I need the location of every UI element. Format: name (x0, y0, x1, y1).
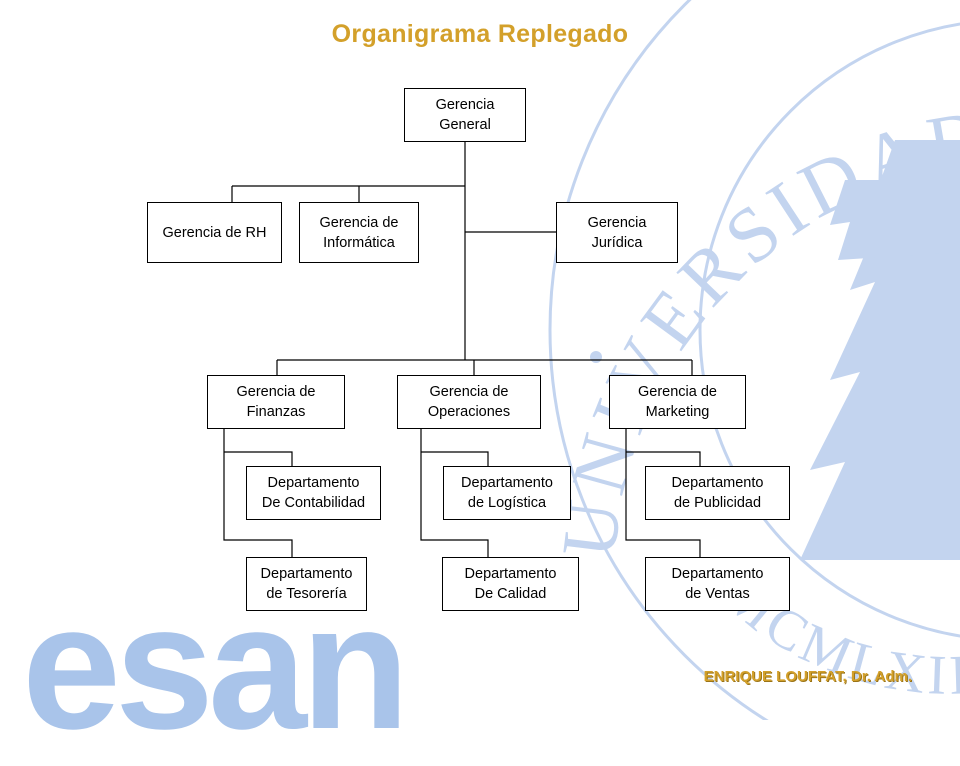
node-gerencia-informatica: Gerencia de Informática (299, 202, 419, 263)
node-gerencia-marketing: Gerencia de Marketing (609, 375, 746, 429)
page-title: Organigrama Replegado (331, 20, 629, 48)
node-depto-contabilidad: Departamento De Contabilidad (246, 466, 381, 520)
node-depto-tesoreria: Departamento de Tesorería (246, 557, 367, 611)
node-depto-calidad: Departamento De Calidad (442, 557, 579, 611)
pine-tree-icon (800, 140, 960, 560)
connector-lines (223, 141, 701, 557)
node-gerencia-rh: Gerencia de RH (147, 202, 282, 263)
node-gerencia-general: Gerencia General (404, 88, 526, 142)
node-depto-ventas: Departamento de Ventas (645, 557, 790, 611)
node-gerencia-juridica: Gerencia Jurídica (556, 202, 678, 263)
node-gerencia-operaciones: Gerencia de Operaciones (397, 375, 541, 429)
author-credit: ENRIQUE LOUFFAT, Dr. Adm. (703, 668, 912, 685)
node-gerencia-finanzas: Gerencia de Finanzas (207, 375, 345, 429)
node-depto-publicidad: Departamento de Publicidad (645, 466, 790, 520)
node-depto-logistica: Departamento de Logística (443, 466, 571, 520)
esan-logo: esan (22, 567, 410, 766)
